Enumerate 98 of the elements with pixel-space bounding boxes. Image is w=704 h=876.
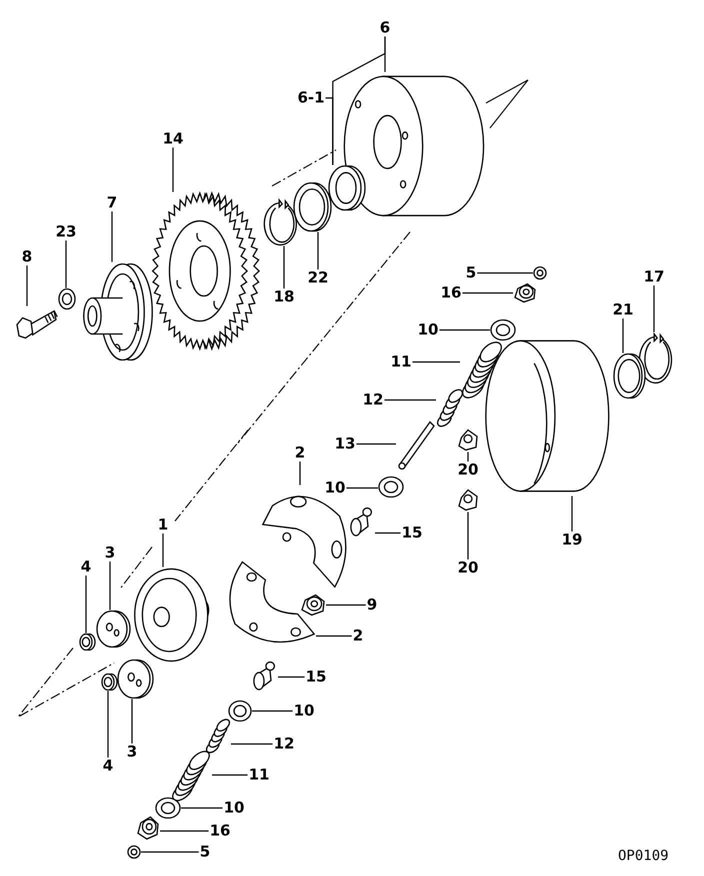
callout-number: 12 (274, 736, 294, 752)
leader-line (622, 318, 624, 353)
callout-number: 21 (612, 302, 634, 318)
leader-line (131, 699, 133, 744)
collar-nut (513, 282, 537, 304)
callout-number: 14 (162, 132, 184, 146)
callout-number: 1 (158, 518, 168, 532)
callout-number: 8 (22, 250, 32, 264)
leader-line (141, 851, 199, 853)
nut (127, 845, 141, 859)
callout-number: 17 (644, 270, 664, 284)
callout-number: 22 (308, 270, 328, 286)
leader-line (467, 512, 469, 560)
callout-number: 13 (334, 436, 356, 452)
leader-line (107, 691, 109, 758)
leader-line (356, 443, 396, 445)
plate (95, 610, 131, 648)
callout-number: 7 (106, 196, 118, 210)
leader-line (316, 635, 352, 637)
plate (116, 659, 154, 699)
coil-spring (205, 718, 231, 754)
callout-number: 6-1 (297, 90, 325, 106)
leader-line (111, 212, 113, 262)
washer (378, 476, 404, 498)
callout-number: 4 (102, 758, 114, 774)
callout-number: 2 (352, 628, 364, 644)
leader-line (326, 604, 366, 606)
leader-line (384, 399, 436, 401)
collar-nut (136, 815, 160, 841)
plug (457, 488, 479, 512)
callout-number: 19 (562, 532, 582, 548)
leader-line (299, 462, 301, 485)
callout-number: 5 (466, 266, 476, 280)
leader-line (109, 562, 111, 610)
callout-number: 11 (390, 354, 412, 370)
leader-line (160, 830, 209, 832)
leader-line (412, 361, 460, 363)
callout-number: 9 (366, 598, 378, 612)
leader-line (278, 676, 305, 678)
ring (292, 182, 332, 232)
callout-number: 16 (210, 824, 230, 838)
callout-number: 18 (274, 290, 294, 304)
ring (612, 353, 646, 399)
callout-number: 20 (458, 560, 478, 576)
pin (396, 418, 436, 470)
seal-ring (326, 165, 366, 211)
callout-number: 10 (294, 704, 314, 718)
callout-number: 20 (458, 462, 478, 478)
drawing-number: OP0109 (618, 849, 669, 863)
coil-spring (436, 388, 464, 428)
callout-number: 3 (104, 546, 116, 560)
leader-line (462, 292, 513, 294)
callout-number: 16 (440, 286, 462, 300)
washer (490, 319, 516, 341)
leader-line (162, 534, 164, 567)
callout-number: 15 (402, 526, 422, 540)
leader-line (212, 774, 248, 776)
leader-line (252, 710, 293, 712)
callout-number: 3 (126, 744, 138, 760)
washer (228, 700, 252, 722)
leader-line (375, 532, 401, 534)
leader-line (467, 452, 469, 462)
bushing (100, 673, 118, 691)
callout-number: 10 (224, 800, 244, 816)
coil-spring (170, 750, 212, 802)
plug (457, 428, 479, 452)
collar-nut (300, 593, 326, 617)
leader-line (571, 496, 573, 532)
leader-line (317, 232, 319, 270)
leader-line (346, 487, 378, 489)
callout-number: 6 (380, 20, 390, 36)
leader-line (181, 807, 223, 809)
callout-number: 10 (418, 322, 438, 338)
callout-number: 11 (248, 768, 270, 782)
gear (151, 192, 262, 350)
callout-number: 23 (56, 224, 76, 240)
leader-line (283, 246, 285, 288)
snap-ring (638, 332, 674, 384)
leader-line (85, 576, 87, 633)
bushing (78, 633, 96, 651)
leader-line (326, 97, 334, 165)
washer (58, 288, 76, 310)
leader-line (231, 743, 273, 745)
callout-number: 10 (324, 480, 346, 496)
washer (155, 797, 181, 819)
callout-number: 5 (200, 844, 210, 860)
callout-number: 12 (362, 392, 384, 408)
snap-ring (263, 198, 299, 246)
callout-number: 4 (80, 560, 92, 574)
leader-line (439, 329, 490, 331)
leader-line (477, 272, 533, 274)
leader-line (172, 148, 174, 192)
callout-number: 2 (294, 446, 306, 460)
callout-number: 15 (306, 670, 326, 684)
leader-line (26, 266, 28, 306)
leader-line (65, 240, 67, 288)
leader-line (653, 286, 655, 332)
nut (533, 266, 547, 280)
